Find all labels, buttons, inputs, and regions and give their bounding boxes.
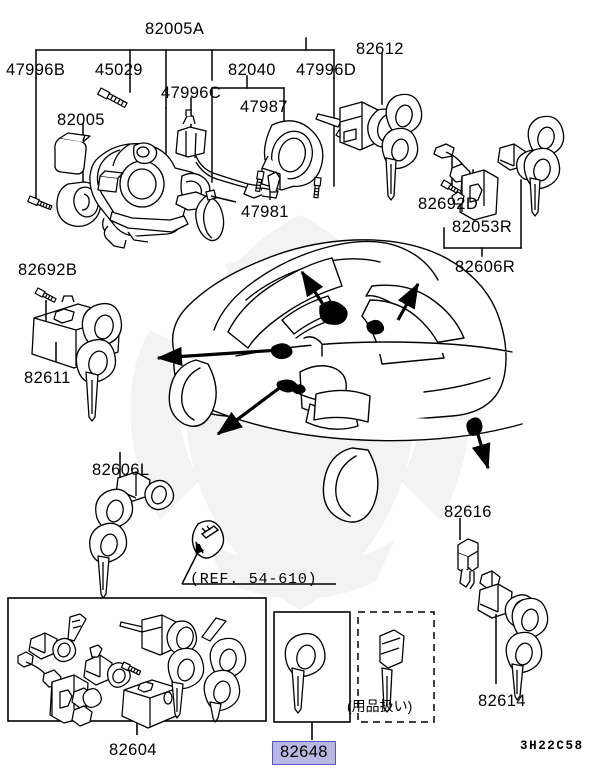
callout-label-47996C: 47996C: [161, 84, 222, 102]
callout-label-82005A: 82005A: [145, 20, 205, 38]
callout-label-82692B: 82692B: [18, 261, 78, 279]
accessory-note: (用品扱い): [347, 698, 413, 714]
callout-label-45029: 45029: [95, 61, 143, 79]
reference-note: (REF. 54-610): [190, 571, 318, 588]
callout-label-82648-highlighted[interactable]: 82648: [272, 741, 336, 765]
callout-label-82606R: 82606R: [455, 258, 516, 276]
callout-label-82053R: 82053R: [452, 218, 513, 236]
callout-label-82612: 82612: [356, 40, 404, 58]
callout-label-47996D: 47996D: [296, 61, 357, 79]
callout-label-82604: 82604: [109, 741, 157, 759]
callout-label-47996B: 47996B: [6, 61, 66, 79]
callout-label-47981: 47981: [241, 203, 289, 221]
callout-label-82611: 82611: [24, 369, 71, 387]
callout-label-82005: 82005: [57, 111, 105, 129]
callout-label-82616: 82616: [444, 503, 492, 521]
callout-label-47987: 47987: [240, 98, 288, 116]
callout-label-82614: 82614: [478, 692, 526, 710]
callout-label-82692D: 82692D: [418, 195, 479, 213]
callout-label-82040: 82040: [228, 61, 276, 79]
callout-label-82606L: 82606L: [92, 461, 150, 479]
drawing-number: 3H22C58: [520, 739, 584, 753]
